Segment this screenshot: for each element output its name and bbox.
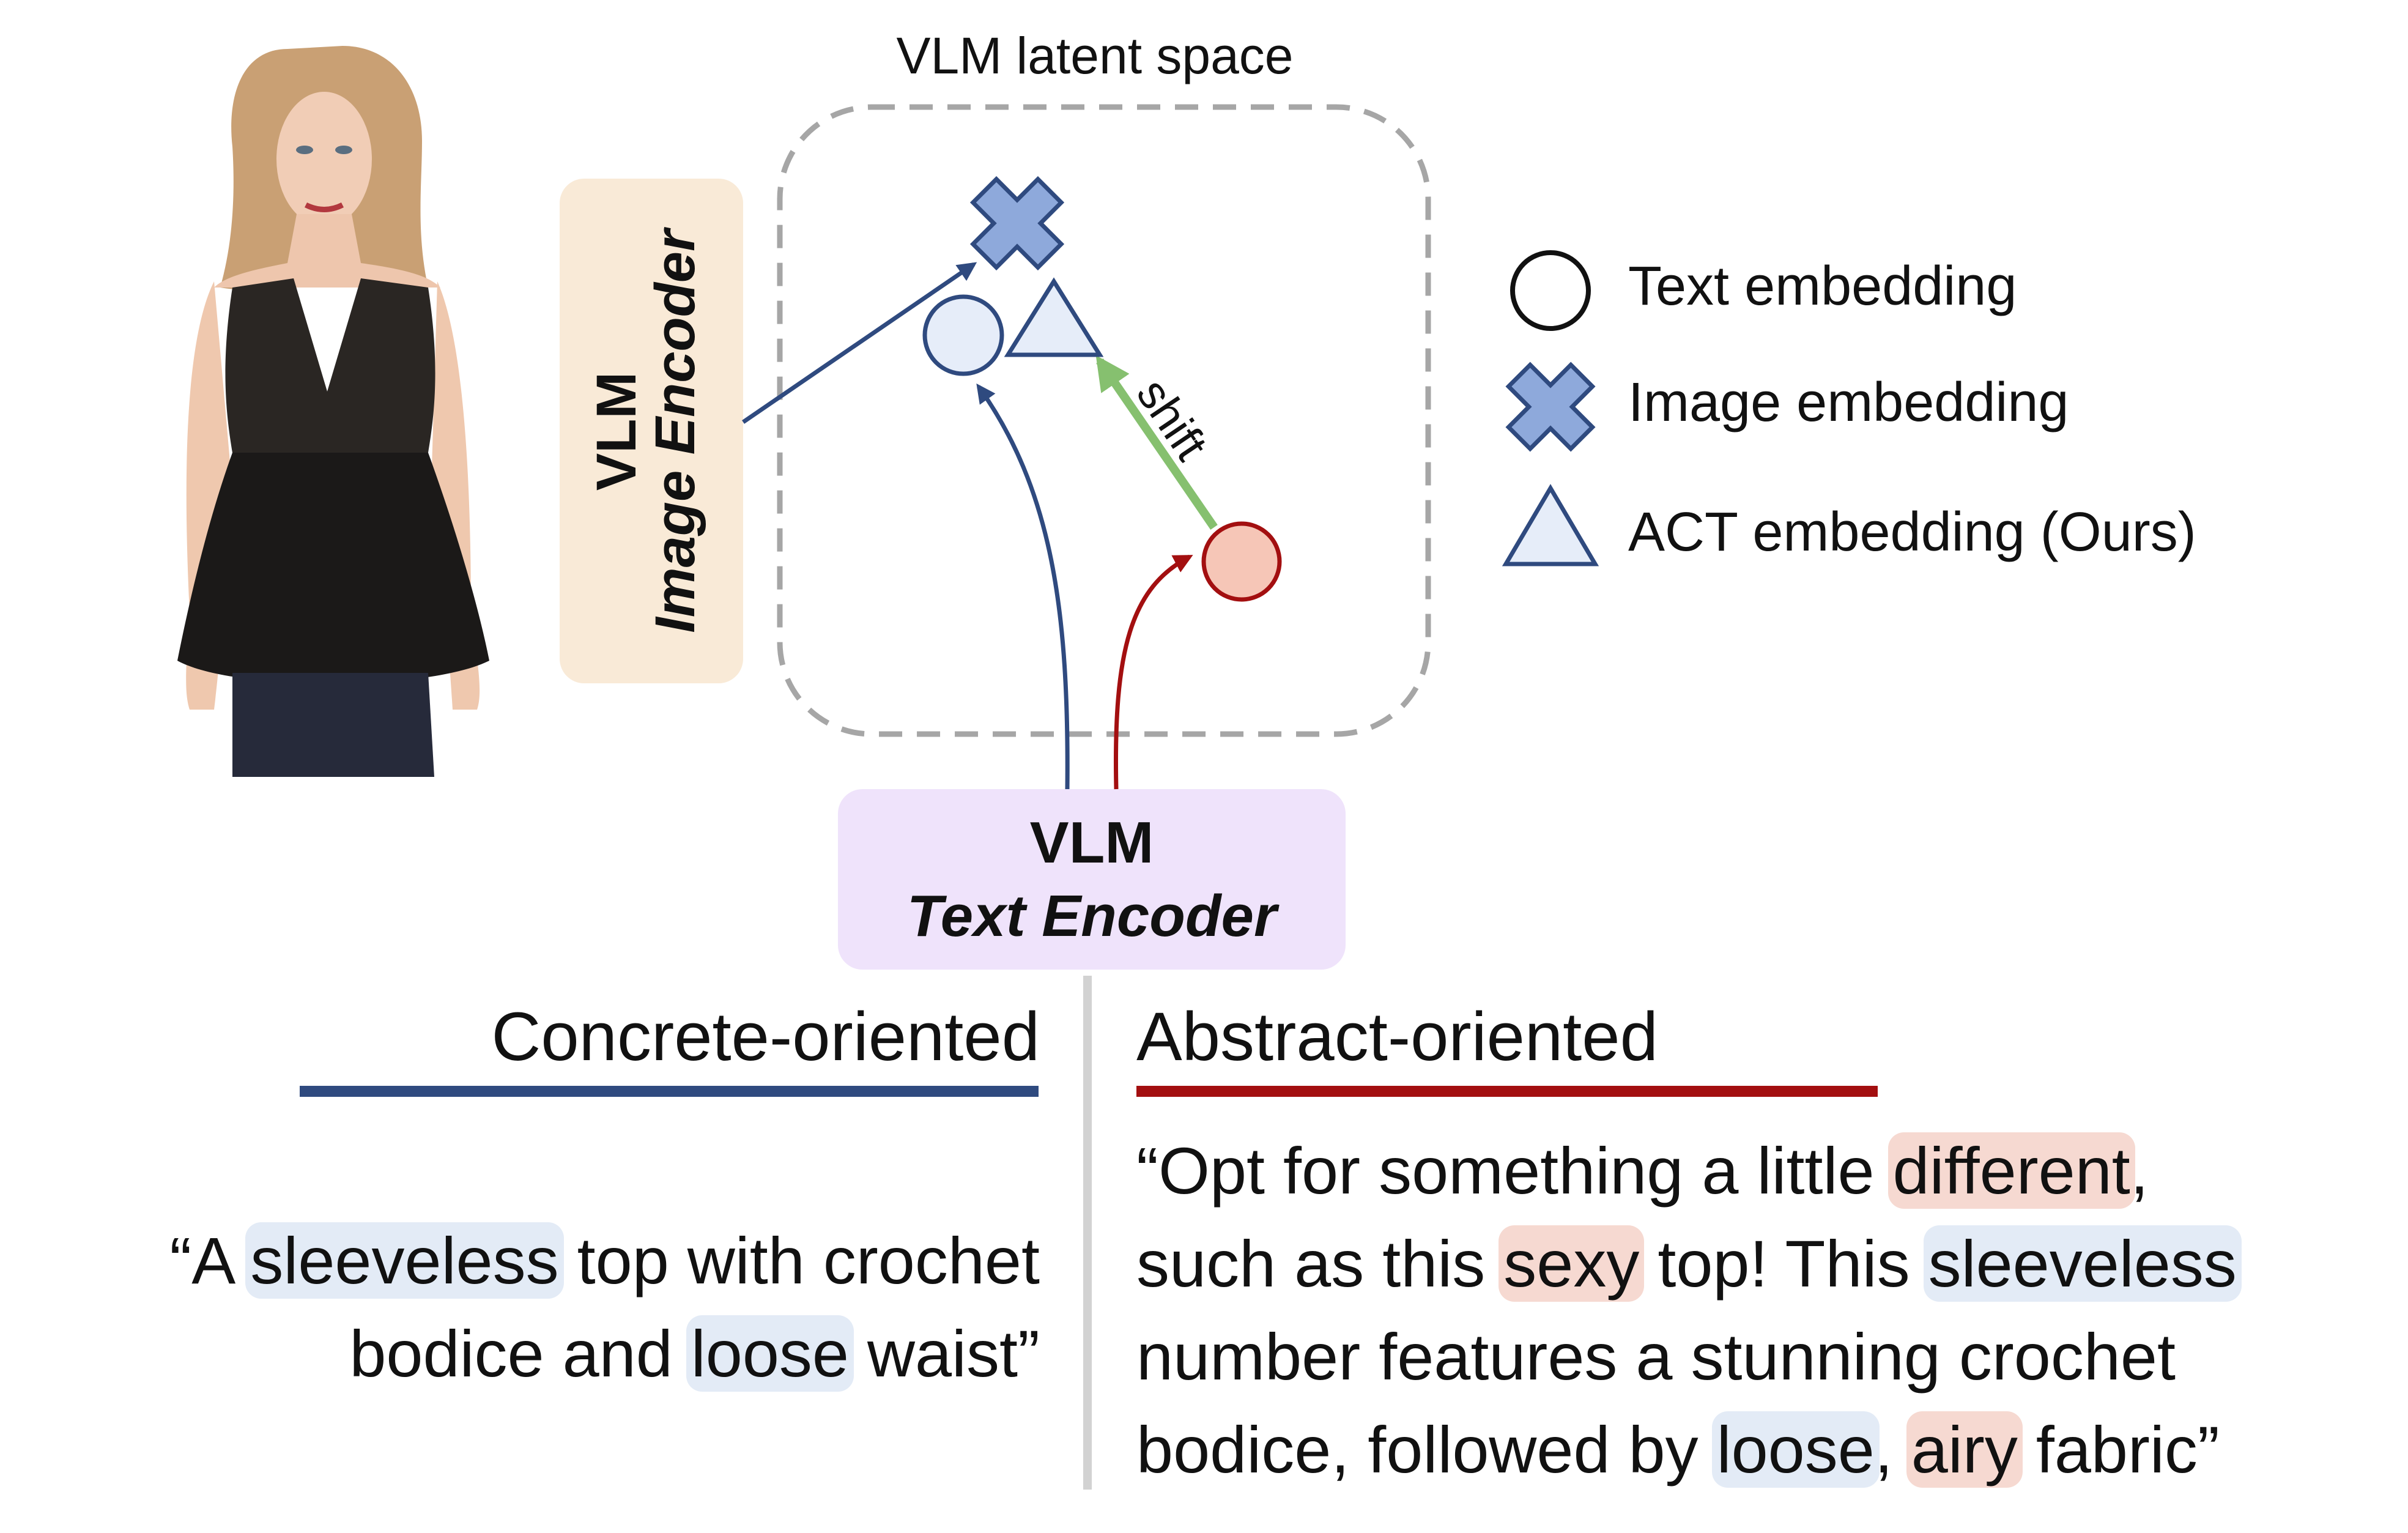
abstract-caption: “Opt for something a little different, s… [1136,1124,2242,1496]
legend-label-act-embedding: ACT embedding (Ours) [1628,502,2196,563]
abstract-underline [1136,1086,1878,1097]
text-encoder-label-name: Text Encoder [907,883,1280,949]
act-embedding-triangle-icon [1004,277,1104,357]
abstract-text-embedding-circle-icon [1201,521,1282,602]
legend-label-text-embedding: Text embedding [1628,256,2017,317]
shift-arrow [1095,355,1218,530]
product-photo [177,46,489,777]
abstract-caption-line-1: “Opt for something a little different, [1136,1132,2149,1209]
highlight-different: different [1888,1132,2135,1209]
concrete-underline [300,1086,1039,1097]
legend: Text embedding Image embedding ACT embed… [1502,250,2196,566]
abstract-heading: Abstract-oriented [1136,998,1658,1075]
abstract-text-arrow [1114,554,1193,790]
image-encoder-label-name: Image Encoder [644,227,706,633]
abstract-caption-line-2: such as this sexy top! This sleeveless [1136,1217,2242,1310]
text-encoder-label-vlm: VLM [1030,810,1154,875]
highlight-sleeveless-abstract: sleeveless [1923,1225,2242,1302]
concrete-caption-line-1: “A sleeveless top with crochet [169,1222,1040,1299]
image-embedding-cross-icon [969,176,1065,271]
abstract-caption-line-4: bodice, followed by loose, airy fabric” [1136,1411,2220,1488]
highlight-sleeveless: sleeveless [245,1222,564,1299]
legend-label-image-embedding: Image embedding [1628,372,2069,433]
concrete-caption: “A sleeveless top with crochet bodice an… [169,1214,1040,1400]
abstract-caption-line-3: number features a stunning crochet [1136,1320,2176,1394]
highlight-loose-abstract: loose [1711,1411,1880,1488]
latent-space-box [777,104,1431,737]
highlight-sexy: sexy [1499,1225,1645,1302]
legend-triangle-icon [1502,484,1599,566]
text-embedding-circle-icon [922,294,1004,376]
image-encoder-arrow [742,262,977,424]
image-encoder-label-vlm: VLM [585,372,648,491]
image-encoder-box [560,179,743,683]
concrete-text-arrow [976,383,1070,790]
highlight-airy: airy [1906,1411,2023,1488]
concrete-heading: Concrete-oriented [491,998,1040,1075]
text-encoder-box [838,789,1346,970]
legend-circle-icon [1510,250,1591,331]
concrete-caption-line-2: bodice and loose waist” [349,1315,1040,1392]
legend-cross-icon [1505,362,1596,452]
highlight-loose: loose [686,1315,854,1392]
latent-space-title: VLM latent space [896,27,1293,84]
